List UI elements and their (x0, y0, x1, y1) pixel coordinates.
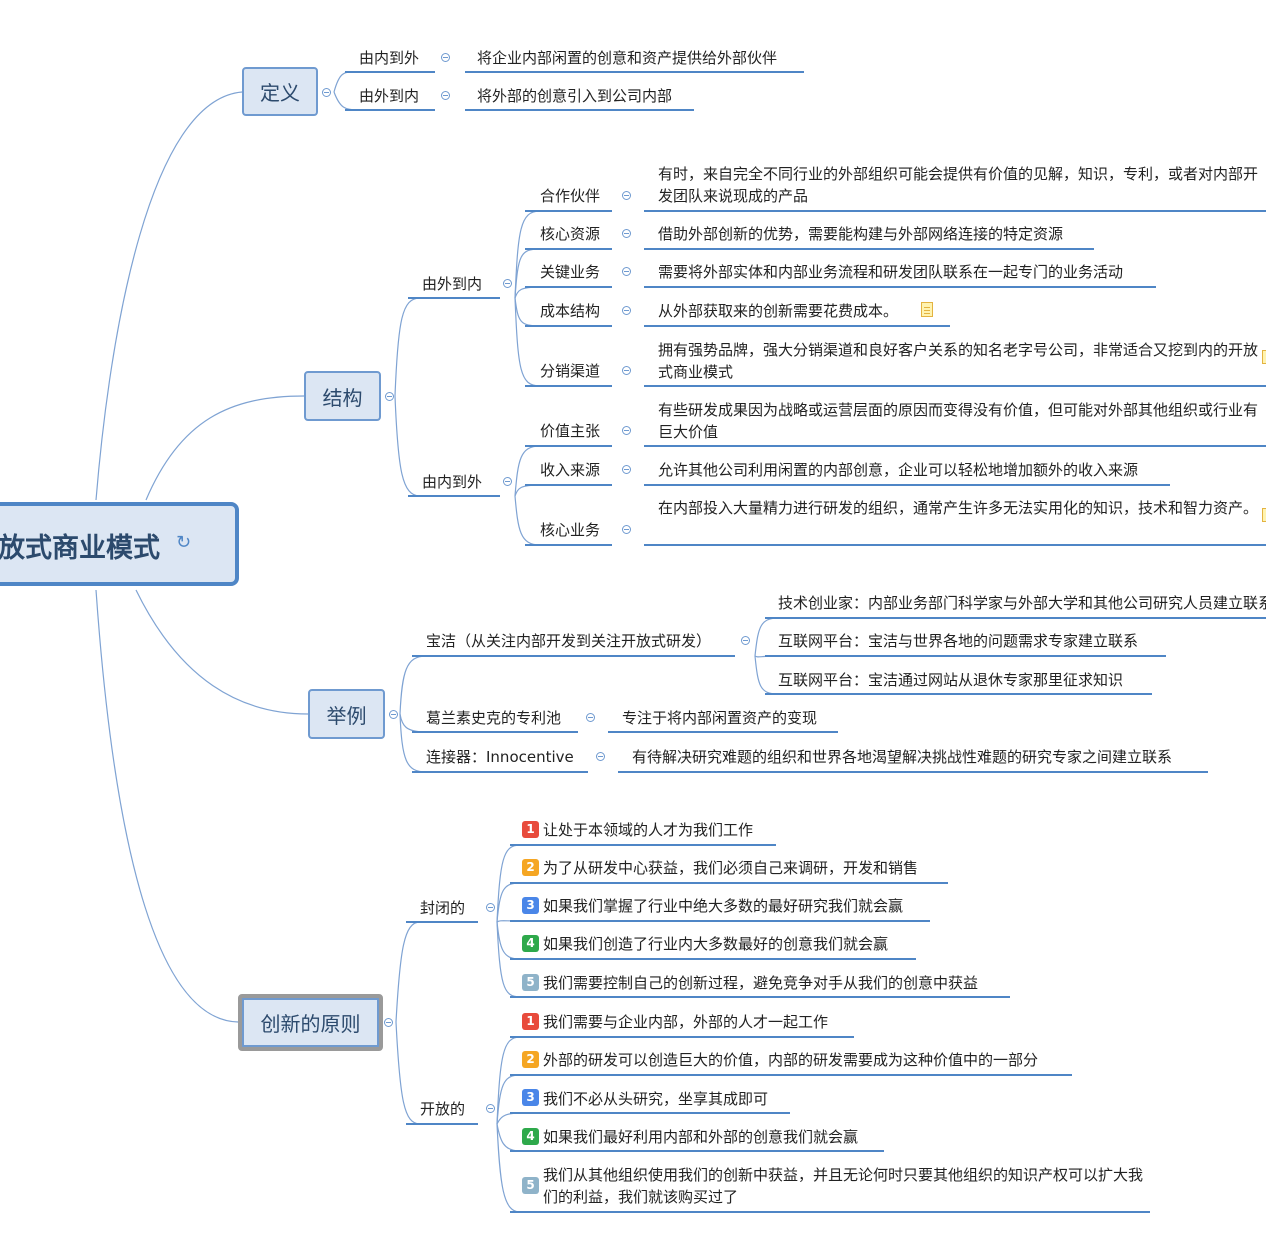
collapse-icon[interactable] (503, 279, 512, 288)
structure-item-detail[interactable]: 有时，来自完全不同行业的外部组织可能会提供有价值的见解，知识，专利，或者对内部开… (658, 165, 1259, 205)
priority-3-icon: 3 (522, 1089, 539, 1106)
principle-item[interactable]: 我们从其他组织使用我们的创新中获益，并且无论何时只要其他组织的知识产权可以扩大我… (543, 1166, 1144, 1206)
collapse-icon[interactable] (486, 1104, 495, 1113)
structure-item-label[interactable]: 分销渠道 (540, 362, 601, 380)
priority-2-icon: 2 (522, 859, 539, 876)
collapse-icon[interactable] (586, 713, 595, 722)
collapse-icon[interactable] (441, 91, 450, 100)
example-innocentive[interactable]: 连接器：Innocentive (426, 748, 574, 766)
structure-item-label[interactable]: 价值主张 (540, 422, 601, 440)
collapse-icon[interactable] (622, 191, 631, 200)
principle-item[interactable]: 我们需要与企业内部，外部的人才一起工作 (543, 1013, 829, 1031)
collapse-icon[interactable] (486, 903, 495, 912)
structure-item-detail[interactable]: 借助外部创新的优势，需要能构建与外部网络连接的特定资源 (658, 225, 1064, 243)
priority-2-icon: 2 (522, 1051, 539, 1068)
example-pg-item[interactable]: 技术创业家：内部业务部门科学家与外部大学和其他公司研究人员建立联系 (778, 594, 1266, 612)
structure-item-label[interactable]: 关键业务 (540, 263, 601, 281)
collapse-icon[interactable] (622, 306, 631, 315)
priority-1-icon: 1 (522, 821, 539, 838)
branch-structure[interactable]: 结构 (304, 371, 381, 421)
note-icon[interactable] (1262, 508, 1266, 522)
collapse-definition-icon[interactable] (322, 88, 331, 97)
example-pg[interactable]: 宝洁（从关注内部开发到关注开放式研发） (426, 632, 712, 650)
collapse-icon[interactable] (622, 525, 631, 534)
structure-inside-out[interactable]: 由内到外 (422, 473, 483, 491)
principle-item[interactable]: 让处于本领域的人才为我们工作 (543, 821, 754, 839)
collapse-icon[interactable] (622, 426, 631, 435)
structure-item-label[interactable]: 合作伙伴 (540, 187, 601, 205)
collapse-icon[interactable] (622, 229, 631, 238)
branch-examples[interactable]: 举例 (308, 689, 385, 739)
branch-definition[interactable]: 定义 (242, 67, 318, 116)
principle-item[interactable]: 我们需要控制自己的创新过程，避免竞争对手从我们的创意中获益 (543, 974, 979, 992)
structure-item-label[interactable]: 成本结构 (540, 302, 601, 320)
collapse-icon[interactable] (503, 477, 512, 486)
principle-item[interactable]: 如果我们掌握了行业中绝大多数的最好研究我们就会赢 (543, 897, 904, 915)
example-innocentive-detail[interactable]: 有待解决研究难题的组织和世界各地渴望解决挑战性难题的研究专家之间建立联系 (632, 748, 1173, 766)
branch-principles[interactable]: 创新的原则 (238, 994, 383, 1051)
definition-item-label[interactable]: 由外到内 (359, 87, 420, 105)
example-gsk-detail[interactable]: 专注于将内部闲置资产的变现 (622, 709, 818, 727)
principles-open[interactable]: 开放的 (420, 1100, 466, 1118)
structure-item-detail[interactable]: 从外部获取来的创新需要花费成本。 (658, 302, 899, 320)
structure-outside-in[interactable]: 由外到内 (422, 275, 483, 293)
priority-1-icon: 1 (522, 1013, 539, 1030)
collapse-icon[interactable] (741, 636, 750, 645)
collapse-structure-icon[interactable] (385, 392, 394, 401)
principle-item[interactable]: 为了从研发中心获益，我们必须自己来调研，开发和销售 (543, 859, 919, 877)
principle-item[interactable]: 外部的研发可以创造巨大的价值，内部的研发需要成为这种价值中的一部分 (543, 1051, 1039, 1069)
collapse-icon[interactable] (622, 465, 631, 474)
structure-item-detail[interactable]: 允许其他公司利用闲置的内部创意，企业可以轻松地增加额外的收入来源 (658, 461, 1139, 479)
structure-item-detail[interactable]: 在内部投入大量精力进行研发的组织，通常产生许多无法实用化的知识，技术和智力资产。 (658, 499, 1259, 517)
priority-5-icon: 5 (522, 1177, 539, 1194)
structure-item-label[interactable]: 收入来源 (540, 461, 601, 479)
priority-5-icon: 5 (522, 974, 539, 991)
central-topic[interactable] (0, 502, 239, 586)
principles-closed[interactable]: 封闭的 (420, 899, 466, 917)
definition-item-detail[interactable]: 将外部的创意引入到公司内部 (477, 87, 673, 105)
principle-item[interactable]: 如果我们最好利用内部和外部的创意我们就会赢 (543, 1128, 859, 1146)
structure-item-detail[interactable]: 有些研发成果因为战略或运营层面的原因而变得没有价值，但可能对外部其他组织或行业有… (658, 401, 1259, 441)
collapse-icon[interactable] (441, 53, 450, 62)
structure-item-detail[interactable]: 拥有强势品牌，强大分销渠道和良好客户关系的知名老字号公司，非常适合又挖到内的开放… (658, 341, 1259, 381)
definition-item-detail[interactable]: 将企业内部闲置的创意和资产提供给外部伙伴 (477, 49, 778, 67)
collapse-examples-icon[interactable] (389, 710, 398, 719)
collapse-icon[interactable] (596, 752, 605, 761)
principle-item[interactable]: 如果我们创造了行业内大多数最好的创意我们就会赢 (543, 935, 889, 953)
central-topic-title: 放式商业模式 (0, 533, 160, 564)
example-pg-item[interactable]: 互联网平台：宝洁通过网站从退休专家那里征求知识 (778, 671, 1124, 689)
note-icon[interactable] (921, 302, 933, 317)
structure-item-label[interactable]: 核心业务 (540, 521, 601, 539)
priority-4-icon: 4 (522, 935, 539, 952)
priority-3-icon: 3 (522, 897, 539, 914)
priority-4-icon: 4 (522, 1128, 539, 1145)
structure-item-label[interactable]: 核心资源 (540, 225, 601, 243)
principle-item[interactable]: 我们不必从头研究，坐享其成即可 (543, 1090, 769, 1108)
collapse-icon[interactable] (622, 267, 631, 276)
example-gsk[interactable]: 葛兰素史克的专利池 (426, 709, 562, 727)
structure-item-detail[interactable]: 需要将外部实体和内部业务流程和研发团队联系在一起专门的业务活动 (658, 263, 1124, 281)
note-icon[interactable] (1262, 350, 1266, 364)
definition-item-label[interactable]: 由内到外 (359, 49, 420, 67)
collapse-principles-icon[interactable] (384, 1018, 393, 1027)
refresh-icon[interactable]: ↻ (176, 532, 192, 553)
collapse-icon[interactable] (622, 366, 631, 375)
example-pg-item[interactable]: 互联网平台：宝洁与世界各地的问题需求专家建立联系 (778, 632, 1139, 650)
